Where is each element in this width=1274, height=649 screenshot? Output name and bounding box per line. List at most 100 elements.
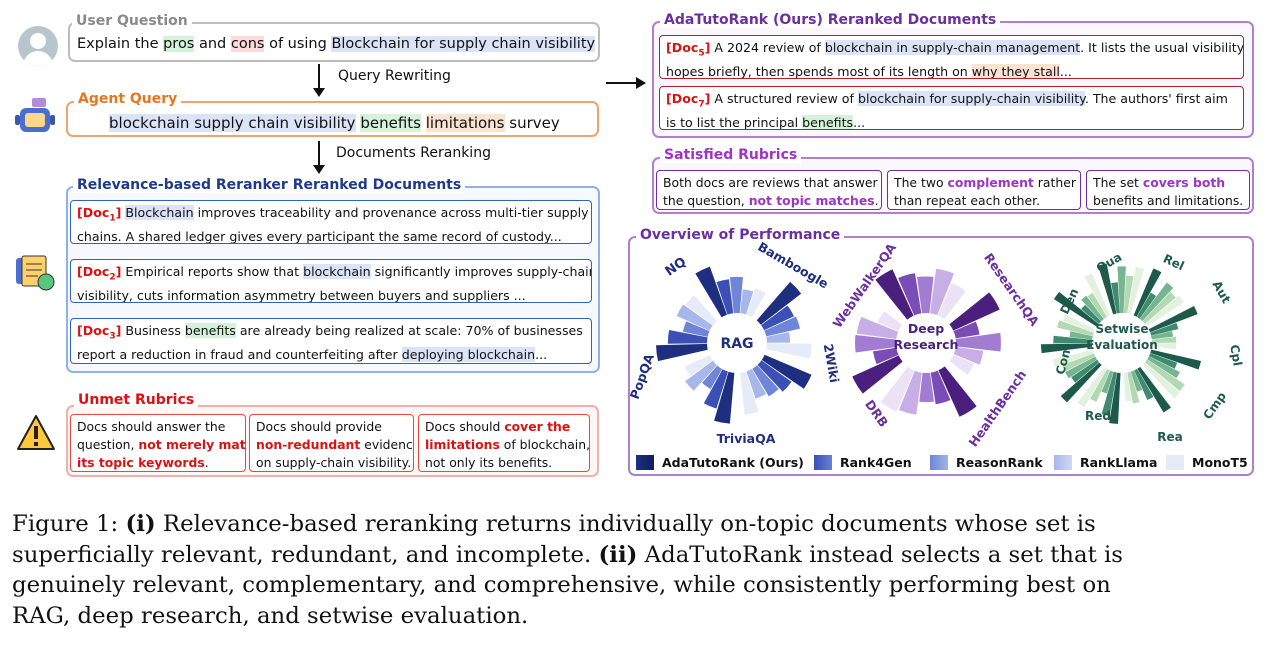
satisfied-rubric-1: Both docs are reviews that answer the qu… [656, 170, 882, 210]
radial-bar [1065, 356, 1097, 379]
user-question-box [68, 22, 600, 62]
radial-bar [761, 305, 794, 331]
radial-bar [949, 292, 1000, 331]
radial-bar [761, 354, 812, 389]
radial-bar [1145, 295, 1184, 327]
satisfied-title: Satisfied Rubrics [660, 147, 802, 163]
radial-bar [919, 372, 934, 403]
setwise-axis-label: Aut [1210, 278, 1234, 306]
radial-bar [766, 332, 791, 343]
radial-bar [685, 360, 717, 391]
down-arrow-icon [313, 141, 325, 174]
ada-doc-5: [Doc5] A 2024 review of blockchain in su… [659, 35, 1244, 79]
radial-bar [1081, 295, 1104, 322]
radial-bar [1041, 343, 1093, 354]
radial-bar [740, 371, 759, 415]
radial-bar [703, 369, 729, 409]
radial-bar [953, 347, 984, 365]
radial-bar [880, 366, 915, 412]
chart-center [1094, 315, 1150, 371]
performance-title: Overview of Performance [636, 227, 845, 243]
radial-bar [1060, 362, 1102, 403]
legend-label-rankllama: RankLlama [1080, 455, 1158, 470]
radial-bar [1148, 305, 1198, 333]
chart-center [709, 315, 765, 371]
relevance-doc-2: [Doc2] Empirical reports show that block… [70, 259, 592, 303]
rag-axis-label: Bamboogle [755, 239, 831, 291]
radial-bar [955, 332, 1001, 352]
query-rewriting-label: Query Rewriting [338, 68, 451, 84]
user-question-title: User Question [72, 13, 192, 29]
setwise-axis-label: Cmp [1200, 389, 1229, 422]
radial-bar [875, 269, 914, 320]
agent-query-box [66, 101, 599, 137]
radial-bar [852, 355, 903, 394]
deep-center-label: Deep [908, 321, 944, 336]
satisfied-rubric-2: The two complement rather than repeat ea… [887, 170, 1081, 210]
radial-bar [1098, 263, 1117, 315]
radial-bar [877, 310, 903, 332]
radial-bar [1136, 292, 1157, 319]
relevance-doc-1: [Doc1] Blockchain improves traceability … [70, 200, 592, 244]
rag-axis-label: PopQA [628, 352, 657, 402]
radial-bar [716, 279, 734, 315]
satisfied-rubric-3: The set covers both benefits and limitat… [1086, 170, 1250, 210]
radial-bar [656, 343, 708, 362]
down-arrow-icon [313, 64, 325, 97]
rag-center-label: RAG [720, 336, 753, 352]
chart-center [898, 315, 954, 371]
radial-bar [684, 355, 713, 377]
deep-axis-label: HealthBench [965, 367, 1029, 449]
radial-bar [1053, 291, 1099, 327]
radial-bar [667, 330, 708, 344]
rag-axis-label: 2Wiki [821, 343, 843, 384]
unmet-rubric-2: Docs should provide non-redundant eviden… [249, 414, 414, 472]
radial-bar [1127, 266, 1145, 315]
radial-bar [937, 282, 966, 320]
radial-bar [930, 370, 951, 405]
radial-bar [1062, 353, 1096, 372]
radial-bar [953, 321, 980, 339]
legend: AdaTutoRank (Ours) Rank4Gen ReasonRank R… [636, 453, 1248, 473]
setwise-axis-label: Red [1085, 409, 1111, 423]
radial-bar [746, 369, 767, 399]
unmet-title: Unmet Rubrics [74, 392, 199, 408]
radial-bar [1151, 336, 1177, 343]
legend-swatch-adatutorank [636, 455, 654, 470]
radial-bar [1077, 367, 1107, 408]
radial-bar [685, 295, 717, 326]
agent-query-title: Agent Query [74, 91, 182, 107]
radial-bar [1062, 314, 1096, 333]
radial-bar [1130, 370, 1143, 392]
legend-label-reasonrank: ReasonRank [956, 455, 1043, 470]
radial-bar [898, 273, 922, 316]
radial-bar [1087, 292, 1107, 319]
unmet-rubric-1: Docs should answer the question, not mer… [70, 414, 246, 472]
radial-bar [766, 343, 812, 359]
radial-bar [764, 316, 801, 337]
radial-bar [756, 281, 802, 325]
legend-label-monot5: MonoT5 [1192, 455, 1248, 470]
radial-bar [1111, 282, 1120, 314]
radial-bar [1117, 266, 1126, 314]
radial-bar [1101, 371, 1117, 416]
ada-title: AdaTutoRank (Ours) Reranked Documents [660, 12, 1001, 28]
radial-bar [1071, 359, 1100, 383]
radial-bar [1069, 331, 1093, 340]
radial-bar [1148, 353, 1178, 369]
setwise-axis-label: Cpl [1227, 343, 1245, 367]
radial-bar [757, 360, 792, 392]
radial-bar [1123, 275, 1134, 314]
radial-bar [1147, 356, 1180, 379]
relevance-doc-3: [Doc3] Business benefits are already bei… [70, 318, 592, 364]
rag-axis-label: NQ [663, 255, 690, 280]
radial-bar [752, 365, 779, 397]
radial-bar [1084, 273, 1111, 317]
setwise-axis-label: Con [1053, 348, 1073, 376]
ada-doc-7: [Doc7] A structured review of blockchain… [659, 86, 1244, 130]
radial-bar [1150, 322, 1179, 336]
deep-center-label: Research [894, 337, 959, 352]
radial-bar [1139, 282, 1174, 322]
radial-bar [1081, 304, 1102, 324]
agent-query-text: blockchain supply chain visibility benef… [109, 114, 560, 132]
